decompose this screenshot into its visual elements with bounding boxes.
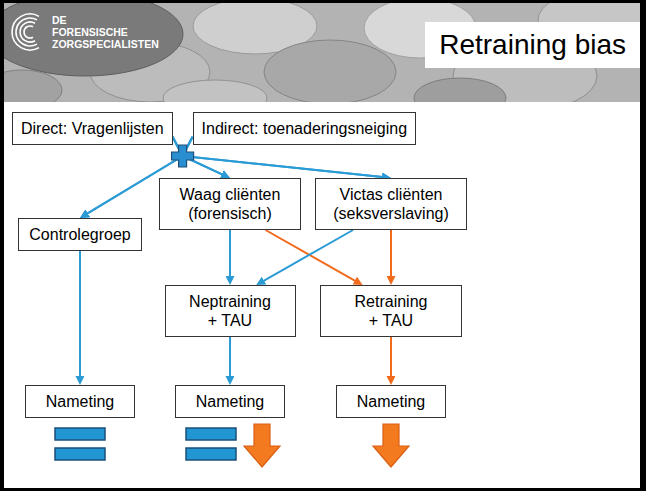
box-text: Nameting [46, 392, 114, 411]
box-text: Indirect: toenaderingsneiging [202, 119, 407, 138]
flow-arrow [266, 230, 360, 283]
flow-arrow [229, 230, 231, 281]
process-box: Neptraining + TAU [165, 285, 296, 337]
process-box: Direct: Vragenlijsten [12, 112, 173, 145]
box-text: Controlegroep [29, 225, 130, 244]
stone-pattern [4, 3, 640, 102]
logo-arc [20, 22, 35, 42]
stone [4, 70, 62, 102]
box-text: Waag cliënten (forensisch) [170, 185, 290, 223]
process-box: Indirect: toenaderingsneiging [193, 112, 416, 145]
equals-bar [55, 428, 105, 440]
logo-text-box: DE FORENSISCHE ZORGSPECIALISTEN [52, 14, 170, 50]
flow-arrow [229, 337, 231, 381]
plus-symbol [172, 145, 194, 167]
equals-bar [55, 448, 105, 460]
stone [4, 3, 183, 76]
equals-symbol [55, 428, 105, 460]
equals-symbol [186, 428, 236, 460]
box-text: Retraining + TAU [351, 292, 431, 330]
down-arrow-symbol [244, 424, 280, 467]
logo-text: DE FORENSISCHE ZORGSPECIALISTEN [52, 14, 170, 50]
flow-arrow [79, 251, 81, 381]
process-box: Nameting [175, 385, 285, 418]
box-text: Nameting [196, 392, 264, 411]
flow-arrow [260, 230, 353, 283]
title-box: Retraining bias [425, 22, 640, 68]
stone [264, 40, 396, 102]
logo-arc [16, 18, 37, 46]
flow-arrow [390, 337, 392, 381]
slide-title: Retraining bias [439, 28, 626, 62]
box-text: Nameting [357, 392, 425, 411]
down-arrow-symbol [373, 424, 409, 467]
equals-bar [186, 448, 236, 460]
process-box: Retraining + TAU [320, 285, 462, 337]
flow-arrow [390, 230, 392, 281]
box-text: Victas cliënten (seksverslaving) [326, 185, 456, 223]
process-box: Waag cliënten (forensisch) [159, 178, 301, 230]
box-text: Neptraining + TAU [186, 292, 275, 330]
box-text: Direct: Vragenlijsten [21, 119, 164, 138]
process-box: Victas cliënten (seksverslaving) [315, 178, 467, 230]
equals-bar [186, 428, 236, 440]
stone [414, 78, 506, 102]
stone [163, 80, 267, 102]
logo-icon [12, 14, 39, 50]
logo-arc [12, 14, 39, 50]
connector-group [80, 137, 391, 381]
process-box: Controlegroep [18, 218, 141, 251]
process-box: Nameting [336, 385, 446, 418]
process-box: Nameting [25, 385, 135, 418]
logo-arc [24, 26, 33, 38]
